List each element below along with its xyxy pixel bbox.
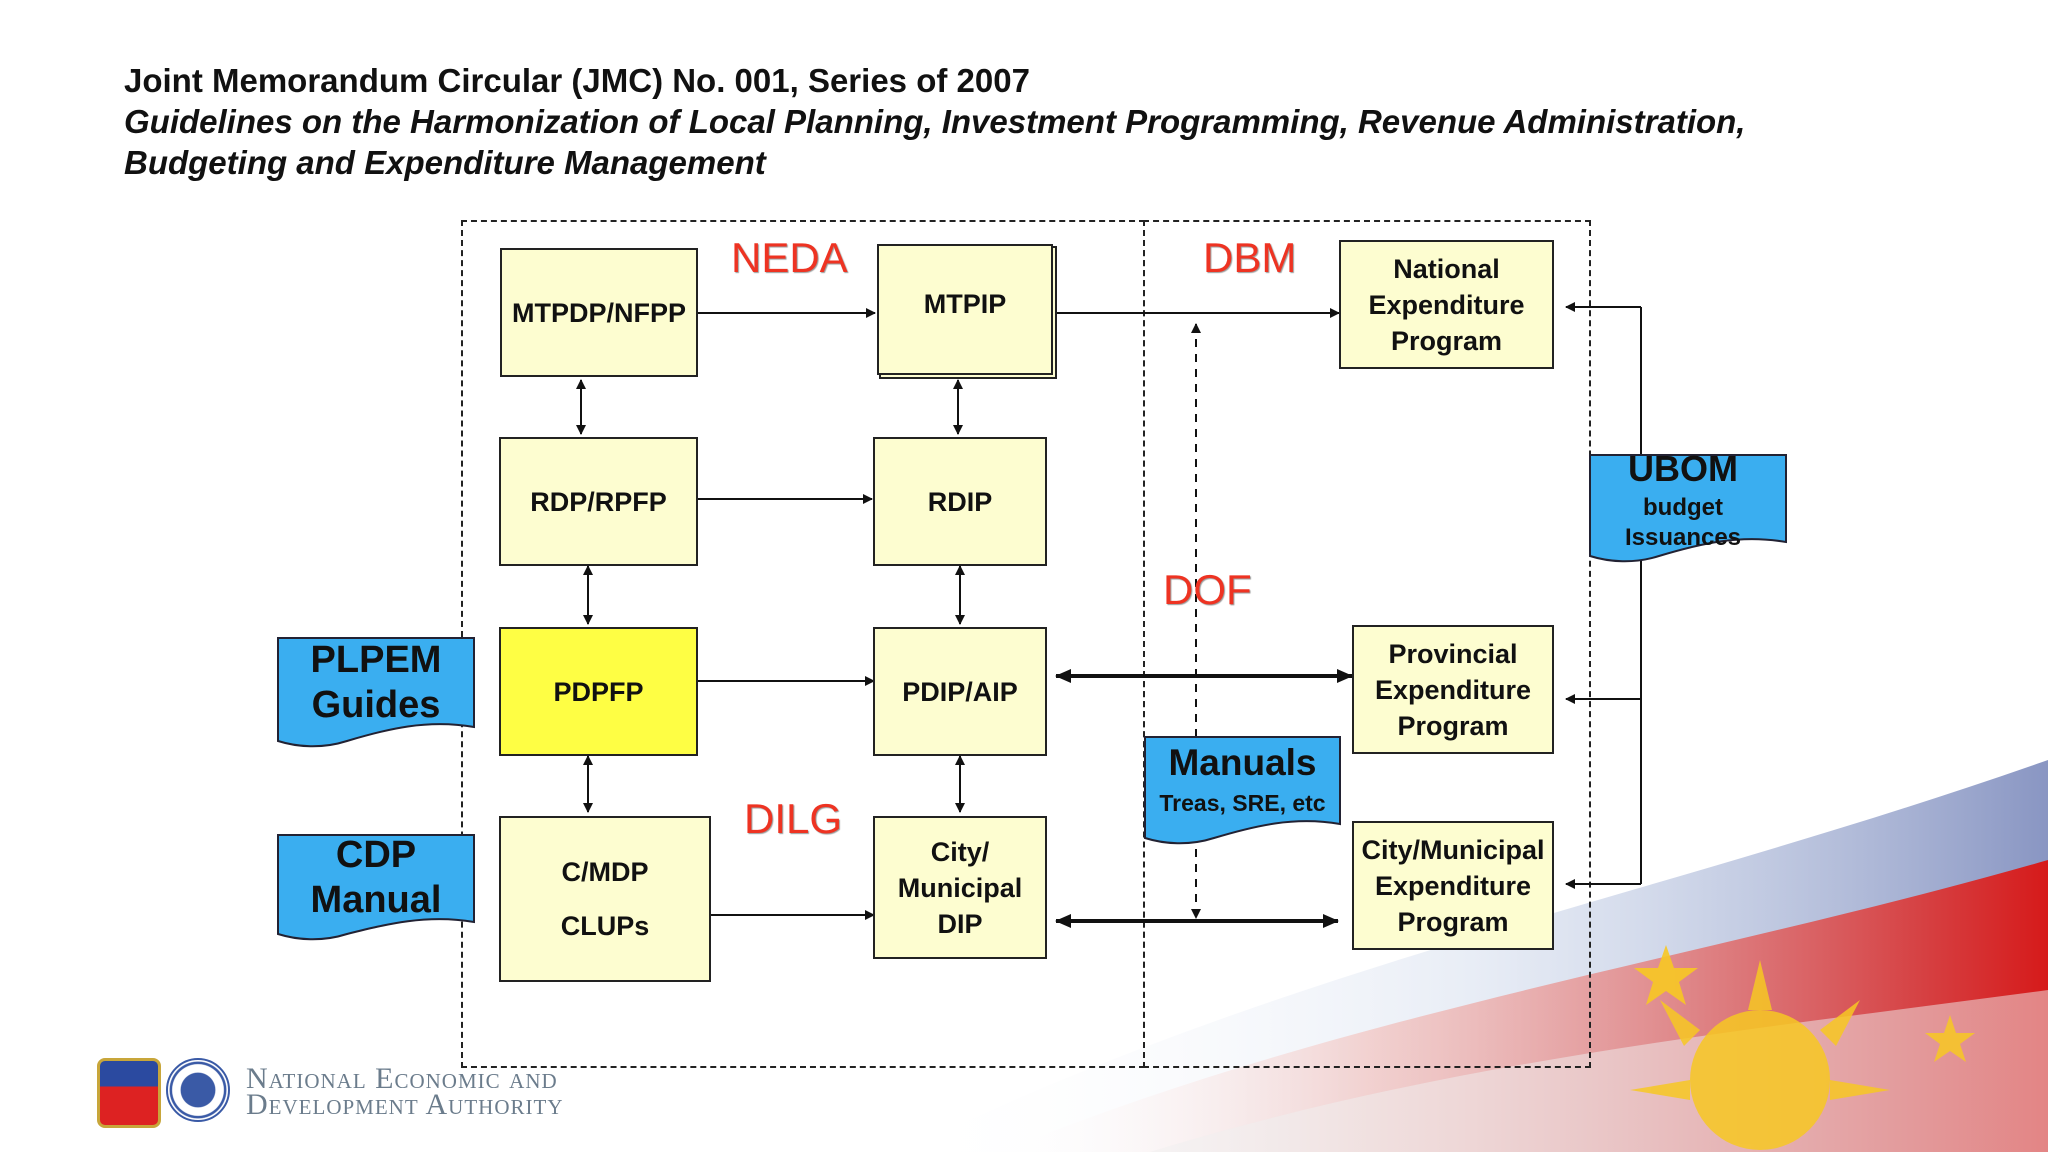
node-rdp-rpfp: RDP/RPFP	[499, 437, 698, 566]
node-city-municipal-expenditure-program: City/Municipal Expenditure Program	[1352, 821, 1554, 950]
title-line-1: Joint Memorandum Circular (JMC) No. 001,…	[124, 62, 1030, 99]
sun-icon	[1630, 960, 1890, 1150]
agency-label-dof: DOF	[1163, 566, 1252, 613]
doc-manuals-sub: Treas, SRE, etc	[1159, 790, 1326, 816]
doc-ubom-title: UBOM	[1628, 448, 1738, 489]
document-shape-icon	[1144, 736, 1341, 845]
document-shape-icon	[277, 637, 475, 748]
doc-cdp-manual: CDP Manual	[277, 834, 475, 944]
doc-ubom: UBOM budget Issuances	[1589, 448, 1787, 566]
doc-ubom-line2: budget	[1643, 494, 1723, 521]
node-national-expenditure-program: National Expenditure Program	[1339, 240, 1554, 369]
agency-label-dbm: DBM	[1203, 234, 1297, 281]
philippine-seal-icon	[97, 1058, 161, 1128]
star-icon	[1634, 945, 1698, 1005]
document-shape-icon	[277, 834, 475, 941]
node-pdip-aip: PDIP/AIP	[873, 627, 1047, 756]
agency-label-neda: NEDA	[731, 234, 848, 281]
document-shape-icon	[1589, 454, 1787, 563]
node-provincial-expenditure-program: Provincial Expenditure Program	[1352, 625, 1554, 754]
doc-plpem-guides: PLPEM Guides	[277, 637, 475, 751]
doc-manuals: Manuals Treas, SRE, etc	[1144, 736, 1341, 848]
title-line-3: Budgeting and Expenditure Management	[124, 144, 766, 181]
node-rdip: RDIP	[873, 437, 1047, 566]
org-line-1: National Economic and	[246, 1062, 558, 1095]
org-line-2: Development Authority	[246, 1088, 564, 1121]
node-mtpip: MTPIP	[877, 244, 1053, 375]
star-icon	[1925, 1015, 1975, 1062]
budget-region	[1143, 220, 1591, 1068]
node-city-municipal-dip: City/ Municipal DIP	[873, 816, 1047, 959]
doc-plpem-line1: PLPEM	[310, 639, 442, 681]
doc-cdp-line1: CDP	[335, 834, 417, 876]
node-mtpdp-nfpp: MTPDP/NFPP	[500, 248, 698, 377]
neda-seal-icon	[166, 1058, 230, 1122]
node-pdpfp: PDPFP	[499, 627, 698, 756]
doc-manuals-title: Manuals	[1168, 742, 1317, 783]
organization-name: National Economic and Development Author…	[246, 1062, 564, 1121]
agency-label-dilg: DILG	[744, 795, 843, 842]
slide-title: Joint Memorandum Circular (JMC) No. 001,…	[124, 60, 1745, 183]
doc-ubom-line3: Issuances	[1624, 524, 1742, 551]
node-cmdp-clups: C/MDP CLUPs	[499, 816, 711, 982]
doc-plpem-line2: Guides	[311, 684, 441, 726]
title-line-2: Guidelines on the Harmonization of Local…	[124, 103, 1746, 140]
doc-cdp-line2: Manual	[310, 879, 442, 921]
